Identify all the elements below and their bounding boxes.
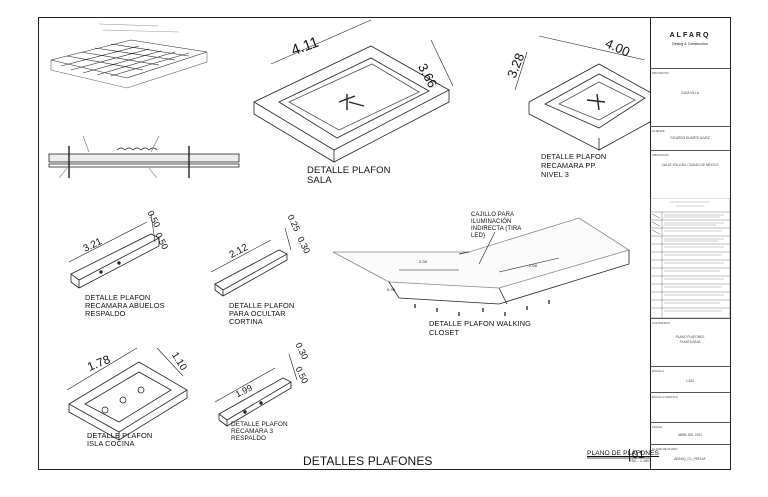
tb-escala: ESCALA 1:100 — [650, 366, 730, 392]
drawing-area: 4.11 3.66 DETALLE PLAFON SALA 3.28 4.00 … — [39, 18, 659, 469]
cortina-ceiling-drawing — [210, 227, 292, 297]
tb-ubicacion: UBICACIÓN CALLE VOLCÁN, CIUDAD DE MÉXICO — [650, 150, 730, 198]
tb-escala-value: 1:100 — [686, 379, 694, 383]
tb-cliente-heading: CLIENTE — [652, 129, 665, 133]
tb-escala-grafica: ESCALA GRÁFICA — [650, 392, 730, 422]
sala-label-line2: SALA — [307, 175, 332, 186]
abuelos-label-line2: RECAMARA ABUELOS — [85, 301, 165, 310]
drawing-sheet: 4.11 3.66 DETALLE PLAFON SALA 3.28 4.00 … — [38, 17, 731, 470]
brand-logo: ALFARQ — [669, 32, 711, 39]
tb-clave-value: ARANQ_CV_PBPLAF — [674, 457, 706, 461]
sala-label-line1: DETALLE PLAFON — [307, 165, 391, 176]
isla-ceiling-drawing — [66, 347, 188, 441]
cortina-label-line3: CORTINA — [229, 317, 263, 326]
tb-proyecto-value: CASA VILLA — [680, 91, 700, 95]
tb-escala-grafica-heading: ESCALA GRÁFICA — [652, 395, 678, 399]
walking-note-line1: CAJILLO PARA — [471, 212, 515, 218]
tb-ubicacion-value: CALLE VOLCÁN, CIUDAD DE MÉXICO — [661, 163, 719, 167]
legend-table — [650, 198, 730, 318]
walking-closet-ceiling-drawing — [332, 217, 630, 316]
tb-fecha: FECHA ABRIL DEL 2021 — [650, 422, 730, 444]
walking-dim-b: 2.00 — [529, 263, 538, 268]
title-block: ALFARQ Desing & Construction PROYECTO CA… — [650, 18, 730, 469]
plan-number: 01 — [629, 449, 644, 461]
tb-cliente-value: RICARDO DUARTE ALVEZ — [670, 136, 710, 140]
recamara-pp-label-line3: NIVEL 3 — [541, 170, 569, 179]
tb-fecha-value: ABRIL DEL 2021 — [677, 433, 703, 437]
walking-label-line1: DETALLE PLAFON WALKING — [429, 319, 531, 328]
recamara-pp-label-line1: DETALLE PLAFON — [541, 152, 607, 161]
detail-linework — [48, 19, 650, 459]
plan-scale: ESC.: 1:100 — [629, 459, 650, 463]
structure-grid-drawing — [50, 23, 208, 89]
recamara-pp-label-line2: RECAMARA PP. — [541, 161, 597, 170]
tb-contenido-value-line1: PLANO PLAFONES — [675, 335, 705, 339]
tb-clave: CLAVE DE PLANO ARANQ_CV_PBPLAF — [650, 444, 730, 469]
plan-title: PLANO DE PLAFONES — [587, 450, 660, 457]
recamara-pp-ceiling-drawing — [514, 35, 650, 151]
isla-label-line1: DETALLE PLAFON — [87, 431, 153, 440]
recamara3-ceiling-drawing — [214, 353, 298, 427]
walking-dim-c: 0.90 — [387, 287, 396, 292]
walking-dim-a: 2.00 — [419, 259, 428, 264]
brand-subtitle: Desing & Construction — [672, 42, 708, 46]
isla-label-line2: ISLA COCINA — [87, 439, 135, 448]
recamara3-label-line3: RESPALDO — [231, 435, 267, 442]
walking-label-line2: CLOSET — [429, 328, 460, 337]
section-detail-drawing — [48, 135, 240, 179]
tb-fecha-heading: FECHA — [652, 425, 663, 429]
tb-contenido-value-line2: PLANTA BAJA — [679, 340, 701, 344]
recamara3-label-line1: DETALLE PLAFON — [231, 421, 288, 428]
tb-ubicacion-heading: UBICACIÓN — [652, 153, 669, 157]
abuelos-label-line1: DETALLE PLAFON — [85, 293, 151, 302]
tb-clave-heading: CLAVE DE PLANO — [652, 447, 678, 451]
tb-escala-heading: ESCALA — [652, 369, 664, 373]
tb-contenido-heading: CONTENIDO — [652, 321, 670, 325]
tb-proyecto: PROYECTO CASA VILLA — [650, 68, 730, 126]
cortina-label-line2: PARA OCULTAR — [229, 309, 286, 318]
recamara3-label-line2: RECAMARA 3 — [231, 428, 274, 435]
abuelos-label-line3: RESPALDO — [85, 309, 126, 318]
sala-ceiling-drawing — [253, 19, 454, 163]
walking-note-line4: LED) — [471, 233, 486, 239]
cortina-label-line1: DETALLE PLAFON — [229, 301, 295, 310]
tb-proyecto-heading: PROYECTO — [652, 71, 669, 75]
abuelos-ceiling-drawing — [68, 213, 160, 289]
sheet-title: DETALLES PLAFONES — [303, 454, 433, 468]
walking-note-line2: ILUMINACIÓN — [471, 219, 512, 225]
tb-contenido: CONTENIDO PLANO PLAFONES PLANTA BAJA — [650, 318, 730, 366]
tb-cliente: CLIENTE RICARDO DUARTE ALVEZ — [650, 126, 730, 150]
walking-note-line3: INDIRECTA (TIRA — [471, 226, 522, 232]
